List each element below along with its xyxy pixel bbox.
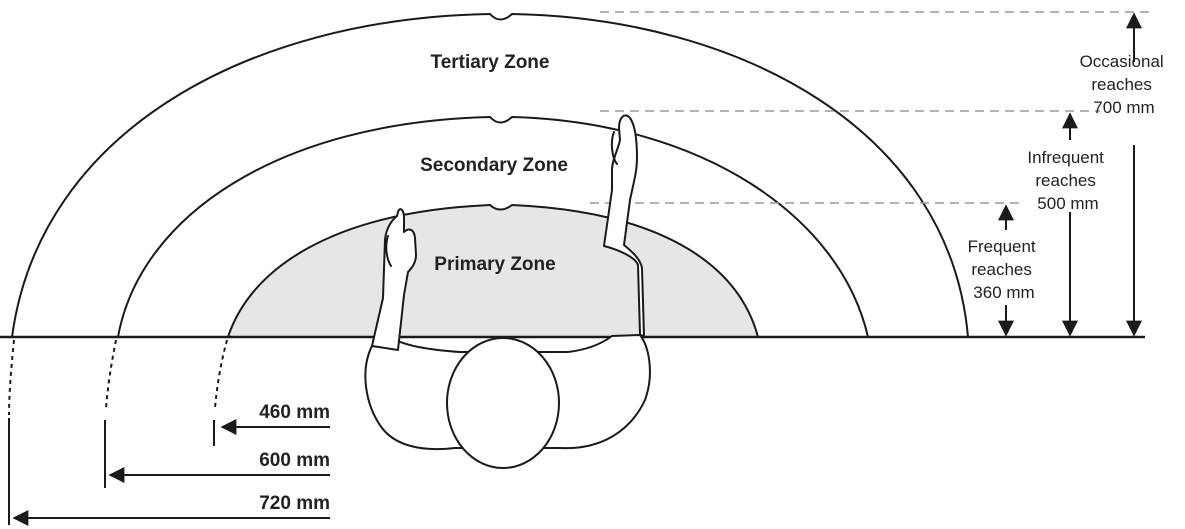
person-right-hand-thumb <box>610 131 618 165</box>
infrequent-reaches-label: Infrequent reaches 500 mm <box>1027 148 1108 213</box>
secondary-width-label: 600 mm <box>259 450 330 471</box>
person-left-arm <box>371 208 417 351</box>
person-left-hand-thumb <box>385 235 392 267</box>
secondary-zone-arc <box>117 115 869 338</box>
primary-dotted-drop <box>214 339 228 409</box>
tertiary-width-label: 720 mm <box>259 493 330 514</box>
primary-zone-label: Primary Zone <box>434 254 555 275</box>
seated-person-illustration <box>364 114 651 469</box>
tertiary-zone-label: Tertiary Zone <box>431 52 550 73</box>
secondary-dotted-drop <box>105 339 117 409</box>
primary-width-label: 460 mm <box>259 402 330 423</box>
person-head <box>446 337 560 469</box>
tertiary-dotted-drop <box>8 339 15 416</box>
person-right-arm <box>603 114 645 337</box>
frequent-reaches-label: Frequent reaches 360 mm <box>968 237 1041 302</box>
secondary-zone-label: Secondary Zone <box>420 155 568 176</box>
occasional-reaches-label: Occasional reaches 700 mm <box>1080 52 1169 117</box>
tertiary-zone-arc <box>11 12 969 338</box>
